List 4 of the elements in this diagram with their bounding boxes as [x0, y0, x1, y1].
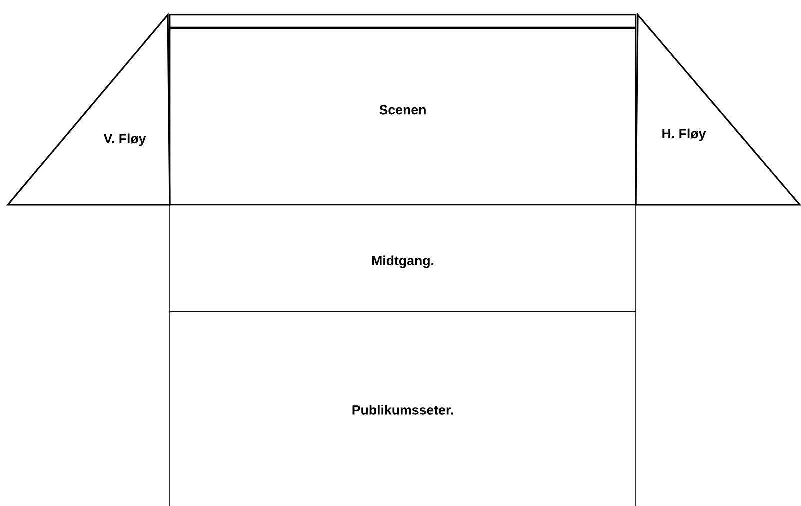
right-wing-triangle: H. Fløy — [635, 12, 801, 206]
aisle-area: Midtgang. — [170, 204, 636, 312]
seating-area: Publikumsseter. — [170, 312, 636, 506]
stage-area: Scenen — [169, 14, 637, 206]
